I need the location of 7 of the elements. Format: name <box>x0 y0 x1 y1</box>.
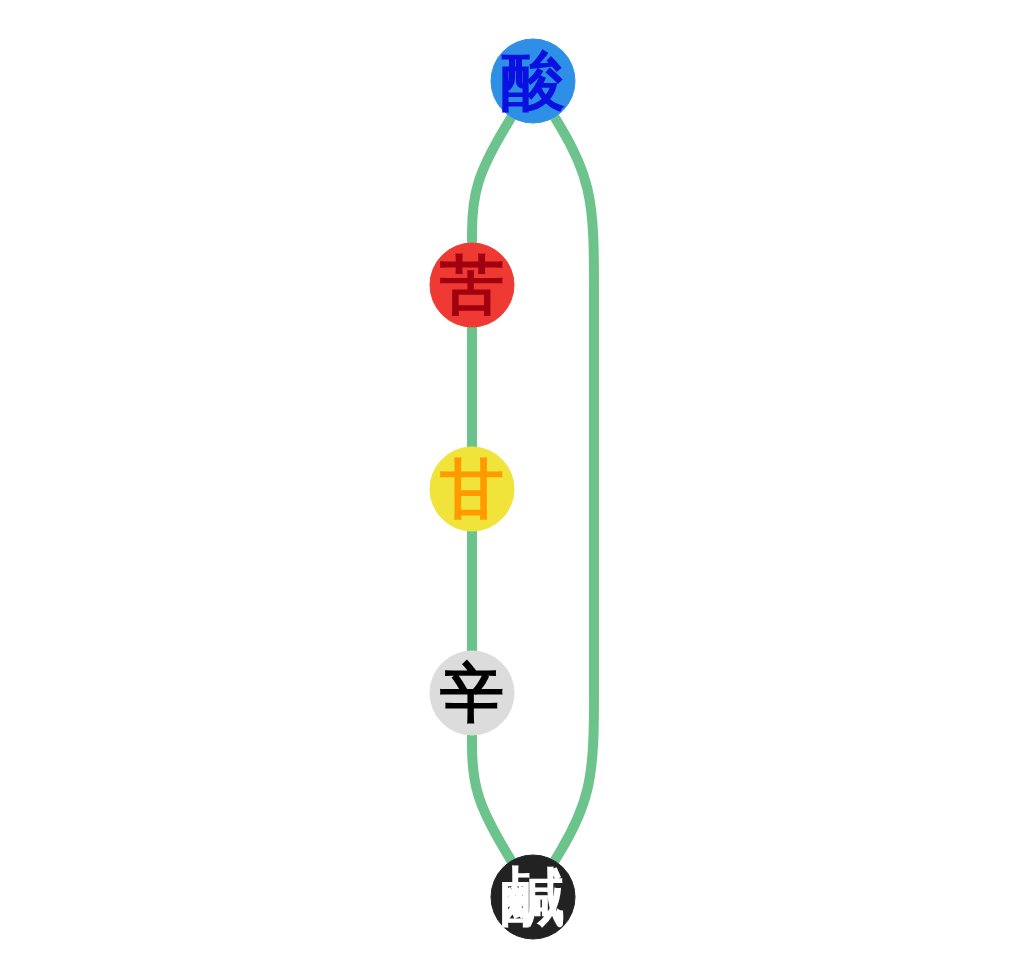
node-circle: 酸 <box>490 38 576 124</box>
connector <box>467 327 477 447</box>
connector <box>550 114 599 864</box>
connector <box>467 114 516 243</box>
node-circle: 鹹 <box>490 854 576 940</box>
connector <box>467 735 516 864</box>
connector <box>467 531 477 651</box>
